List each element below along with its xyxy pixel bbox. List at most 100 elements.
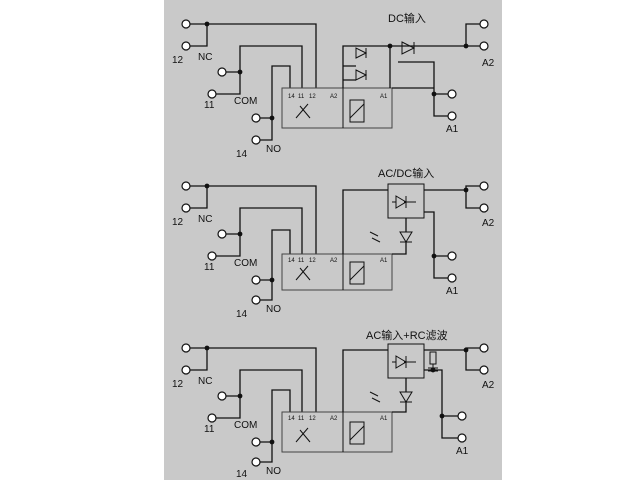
protection-diode-symbol — [401, 41, 416, 55]
junction-dot — [463, 347, 469, 353]
terminal-11 — [207, 89, 217, 99]
circuit-dc-input: DC输入 12 NC 11 COM 14 NO 14 11 12 A2 A1 A… — [172, 11, 495, 160]
label-11: 11 — [204, 262, 215, 273]
led-symbol — [355, 69, 368, 81]
diagram-panel — [164, 0, 502, 480]
led-emission-symbol — [369, 231, 381, 243]
terminal-a1 — [447, 111, 457, 121]
junction-dot — [430, 367, 436, 373]
label-12: 12 — [172, 55, 184, 66]
label-14: 14 — [236, 469, 248, 480]
circuit-ac-input-rc-filter: AC输入+RC滤波 12 NC 11 COM 14 NO 14 11 12 A2… — [172, 328, 495, 480]
terminal-12 — [181, 365, 191, 375]
label-14: 14 — [236, 149, 248, 160]
pin-label-a2: A2 — [330, 416, 338, 422]
terminal-open-right — [479, 181, 489, 191]
bridge-rectifier-symbol — [392, 195, 416, 209]
terminal-open-left — [251, 113, 261, 123]
wire-contact-12 — [190, 23, 317, 88]
junction-dot — [387, 43, 393, 49]
junction-dot — [204, 345, 210, 351]
pin-label-14: 14 — [288, 258, 295, 264]
pin-label-11: 11 — [298, 94, 305, 100]
relay-coil-slash — [349, 265, 365, 281]
label-a1: A1 — [446, 124, 459, 135]
junction-dot — [463, 43, 469, 49]
contact-switch-symbol — [295, 265, 311, 281]
label-com: COM — [234, 258, 257, 269]
label-no: NO — [266, 304, 281, 315]
pin-label-12: 12 — [309, 94, 316, 100]
label-11: 11 — [204, 100, 215, 111]
relay-coil-symbol — [349, 261, 365, 285]
pin-label-a2: A2 — [330, 94, 338, 100]
pin-label-a2: A2 — [330, 258, 338, 264]
label-a2: A2 — [482, 380, 495, 391]
label-a2: A2 — [482, 218, 495, 229]
junction-dot — [204, 183, 210, 189]
wire-input-a1 — [392, 369, 458, 439]
wire-coil-a2 — [342, 45, 391, 88]
circuit-title: AC输入+RC滤波 — [366, 328, 448, 342]
terminal-open-right — [479, 19, 489, 29]
relay-coil-symbol — [349, 99, 365, 123]
terminal-open-left — [251, 437, 261, 447]
terminal-open-right — [447, 251, 457, 261]
terminal-11 — [207, 413, 217, 423]
label-a1: A1 — [446, 286, 459, 297]
led-symbol — [399, 231, 413, 243]
terminal-14 — [251, 295, 261, 305]
terminal-open-left — [251, 275, 261, 285]
pin-label-11: 11 — [298, 416, 305, 422]
terminal-open-right — [447, 89, 457, 99]
wire-contact-14 — [260, 389, 291, 463]
pin-label-14: 14 — [288, 416, 295, 422]
terminal-open-left — [217, 391, 227, 401]
terminal-open-left — [181, 343, 191, 353]
label-a1: A1 — [456, 446, 469, 457]
terminal-14 — [251, 457, 261, 467]
junction-dot — [269, 277, 275, 283]
circuit-title: AC/DC输入 — [378, 166, 434, 180]
label-a2: A2 — [482, 58, 495, 69]
label-11: 11 — [204, 424, 215, 435]
terminal-11 — [207, 251, 217, 261]
terminal-open-left — [181, 19, 191, 29]
junction-dot — [463, 187, 469, 193]
label-12: 12 — [172, 217, 184, 228]
terminal-12 — [181, 203, 191, 213]
wire-contact-11 — [216, 207, 303, 257]
terminal-open-left — [217, 67, 227, 77]
label-nc: NC — [198, 52, 212, 63]
terminal-a2 — [479, 41, 489, 51]
junction-dot — [269, 439, 275, 445]
terminal-open-left — [181, 181, 191, 191]
terminal-open-right — [457, 411, 467, 421]
diode-symbol — [355, 47, 368, 59]
wire-contact-11 — [216, 369, 303, 419]
wire-contact-14 — [260, 65, 291, 141]
relay-coil-symbol — [349, 421, 365, 445]
terminal-open-right — [479, 343, 489, 353]
circuit-acdc-input: AC/DC输入 12 NC 11 COM 14 NO 14 11 12 A2 A… — [172, 166, 495, 320]
led-symbol — [399, 391, 413, 403]
pin-label-a1: A1 — [380, 258, 388, 264]
pin-label-12: 12 — [309, 416, 316, 422]
junction-dot — [237, 231, 243, 237]
wire-contact-12 — [190, 185, 317, 254]
junction-dot — [237, 393, 243, 399]
relay-module-box — [281, 253, 393, 291]
pin-label-a1: A1 — [380, 94, 388, 100]
terminal-a1 — [447, 273, 457, 283]
pin-label-a1: A1 — [380, 416, 388, 422]
junction-dot — [431, 253, 437, 259]
terminal-a1 — [457, 433, 467, 443]
junction-dot — [431, 91, 437, 97]
terminal-12 — [181, 41, 191, 51]
bridge-rectifier-symbol — [392, 355, 416, 369]
led-emission-symbol — [369, 391, 381, 403]
wire-contact-14 — [260, 229, 291, 301]
junction-dot — [237, 69, 243, 75]
circuit-title: DC输入 — [388, 11, 426, 25]
